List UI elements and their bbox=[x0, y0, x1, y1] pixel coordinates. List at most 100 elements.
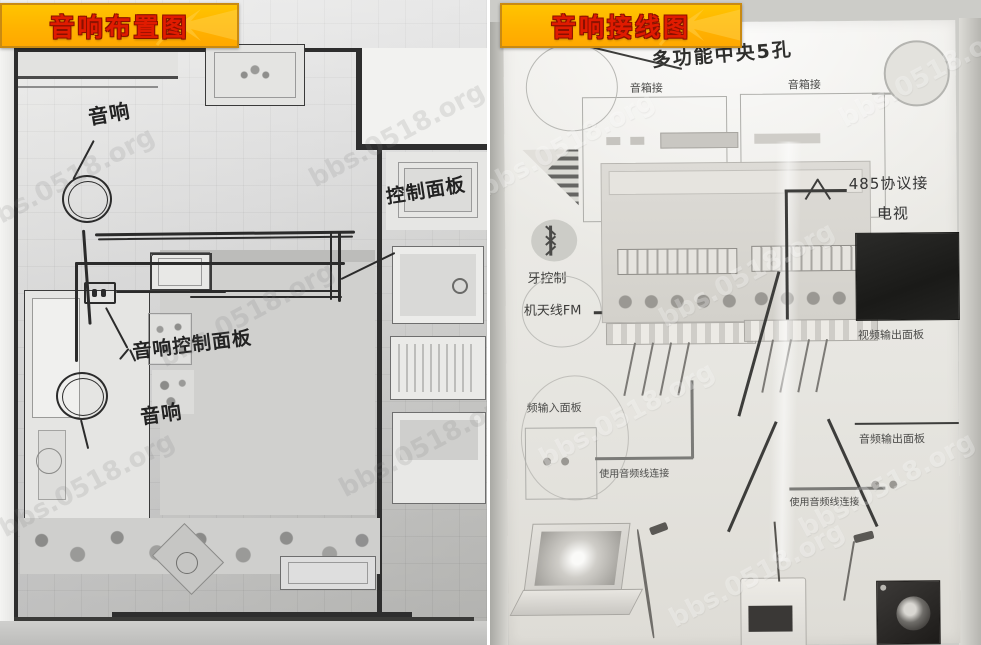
speaker-cone-right bbox=[883, 40, 951, 107]
plan-left-margin bbox=[0, 44, 14, 645]
output-panel-jack-1 bbox=[871, 480, 880, 489]
plan-wall-right-inner bbox=[377, 130, 382, 617]
plan-room-hall bbox=[18, 52, 178, 78]
wire-pin-4 bbox=[677, 342, 691, 396]
plan-wall-ur-left bbox=[356, 48, 362, 148]
label-video-output-panel: 视频输出面板 bbox=[857, 328, 925, 342]
plan-right-furniture-1b bbox=[404, 168, 472, 212]
plan-wall-left bbox=[14, 48, 18, 633]
plan-patio-bench bbox=[280, 556, 376, 590]
bluetooth-circle-outline bbox=[525, 42, 619, 132]
marker-speaker-circle-1b bbox=[68, 181, 108, 219]
remote-keypad-icon bbox=[522, 149, 578, 205]
label-fm-antenna: 机天线FM bbox=[523, 303, 582, 319]
input-panel-wire-h bbox=[595, 456, 694, 461]
marker-route-h3 bbox=[190, 290, 340, 293]
plan-patio-umbrella bbox=[176, 552, 198, 574]
label-use-audio-cable-right: 使用音频线连接 bbox=[789, 496, 860, 509]
plan-right-hatch bbox=[398, 344, 478, 392]
binding-posts-left bbox=[609, 287, 740, 316]
laptop-display bbox=[534, 530, 622, 586]
wiring-diagram-photo[interactable]: 多功能中央5孔 音箱接 音箱接 牙控制 机天线FM bbox=[490, 0, 981, 645]
plan-hall-edge bbox=[18, 76, 178, 79]
banner-left-label: 音响布置图 bbox=[49, 12, 190, 42]
handwriting-speaker-bottom: 音响 bbox=[138, 399, 184, 429]
marker-route-v2 bbox=[75, 262, 78, 362]
plan-bottom-edge bbox=[14, 617, 474, 621]
marker-panel-symbol bbox=[84, 282, 116, 304]
label-use-audio-cable-left: 使用音频线连接 bbox=[599, 468, 670, 481]
plan-foot-shadow bbox=[0, 621, 487, 645]
marker-route-h2 bbox=[75, 262, 345, 265]
label-485-protocol: 485协议接 bbox=[848, 174, 929, 193]
label-tv: 电视 bbox=[876, 204, 910, 223]
plan-planter-2 bbox=[152, 370, 194, 414]
media-player-screen bbox=[748, 605, 793, 632]
wiring-diagram-sheet: 多功能中央5孔 音箱接 音箱接 牙控制 机天线FM bbox=[503, 20, 961, 645]
input-panel-jack-2 bbox=[561, 457, 570, 466]
marker-panel-leader bbox=[116, 291, 226, 294]
marker-panel-dot-1 bbox=[92, 289, 97, 297]
label-speaker-connect-left: 音箱接 bbox=[629, 81, 663, 95]
tv-screen bbox=[855, 232, 960, 321]
bluetooth-badge bbox=[530, 219, 578, 262]
laptop-cable bbox=[636, 529, 655, 639]
plan-left-round-table bbox=[36, 448, 62, 474]
amplifier-knob-b bbox=[630, 136, 645, 145]
amplifier-display bbox=[660, 131, 739, 149]
banner-right-label: 音响接线图 bbox=[550, 12, 691, 42]
terminal-strip-left bbox=[617, 247, 738, 275]
terminal-strip-right bbox=[751, 244, 872, 272]
plan-patio-bench-inner bbox=[288, 562, 368, 584]
plan-spacer2 bbox=[152, 253, 154, 255]
marker-route-v3b bbox=[330, 232, 333, 300]
arrow-watermark-icon bbox=[155, 9, 237, 46]
banner-left: 音响布置图 bbox=[0, 3, 239, 48]
marker-speaker-circle-1 bbox=[62, 175, 112, 223]
wire-pin-3 bbox=[659, 342, 673, 396]
banner-right: 音响接线图 bbox=[500, 3, 742, 48]
wire-pin-8 bbox=[815, 338, 829, 393]
laptop-keyboard bbox=[509, 588, 644, 616]
plan-wall-bottom bbox=[112, 612, 412, 617]
plan-table-outline bbox=[150, 253, 212, 291]
floor-plan-photo[interactable]: 音响 音响 音响控制面板 控制面板 bbs.0518.org bbox=[0, 0, 487, 645]
marker-route-h3b bbox=[190, 296, 342, 299]
plan-medallion-pattern bbox=[228, 62, 282, 88]
laptop-cable-plug bbox=[648, 521, 669, 536]
speaker-cable bbox=[843, 541, 856, 601]
plan-planter-1 bbox=[150, 315, 190, 363]
output-panel-jack-2 bbox=[889, 480, 898, 489]
marker-route-v3 bbox=[338, 232, 341, 302]
arrow-watermark-icon bbox=[658, 9, 740, 46]
amplifier-knob-a bbox=[606, 136, 621, 146]
wire-pin-7 bbox=[797, 339, 811, 393]
sheet-shadow-left bbox=[490, 22, 508, 645]
plan-room-upper-right bbox=[356, 48, 487, 148]
branch-485-horizontal bbox=[784, 188, 847, 193]
rca-row-left bbox=[605, 321, 757, 346]
label-audio-output-panel: 音频输出面板 bbox=[858, 432, 925, 446]
panel-gutter bbox=[487, 0, 490, 645]
plan-right-furniture-1 bbox=[398, 162, 478, 218]
plan-planter-1-frame bbox=[148, 313, 192, 365]
marker-speaker-circle-2 bbox=[56, 372, 108, 420]
input-panel-wire-v bbox=[690, 380, 695, 459]
plan-right-bed bbox=[400, 420, 478, 460]
output-panel-wire bbox=[789, 486, 886, 491]
speaker-tweeter bbox=[880, 584, 887, 591]
speaker-driver bbox=[896, 596, 931, 631]
output-panel-rule bbox=[854, 422, 959, 426]
wire-pin-2 bbox=[641, 342, 655, 396]
label-speaker-connect-right: 音箱接 bbox=[787, 78, 821, 92]
plan-right-circle bbox=[452, 278, 468, 294]
speaker-cable-plug bbox=[853, 530, 875, 544]
marker-speaker-circle-2b bbox=[62, 378, 104, 416]
plan-medallion-inner bbox=[214, 52, 296, 98]
input-panel-jack-1 bbox=[543, 457, 552, 466]
wire-pin-1 bbox=[623, 342, 637, 396]
sheet-shadow-right bbox=[959, 18, 981, 645]
plan-living-top-band bbox=[160, 250, 375, 262]
marker-panel-dot-2 bbox=[101, 289, 106, 297]
